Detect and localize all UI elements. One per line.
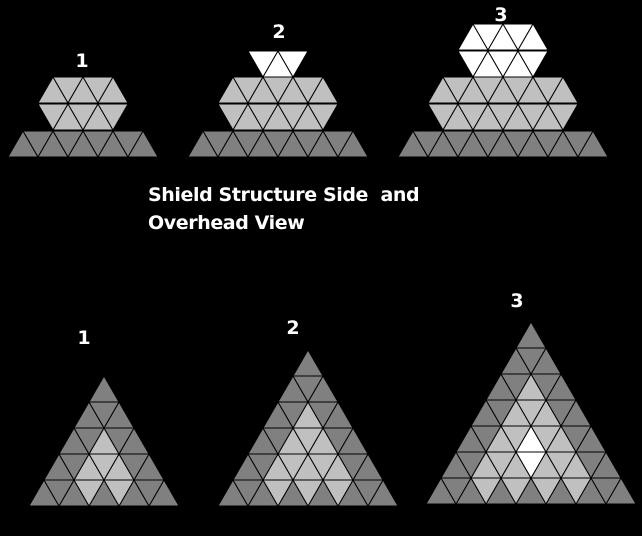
overhead3-tile xyxy=(530,425,562,454)
overhead2-tile xyxy=(307,453,339,482)
diagram-caption: Shield Structure Side and Overhead View xyxy=(148,181,420,237)
overhead3-tile xyxy=(515,399,547,428)
overhead3-tile xyxy=(575,451,607,480)
overhead2-tile xyxy=(262,427,294,456)
side1-base-tile-up xyxy=(127,129,159,158)
side1-mid-tile-up xyxy=(97,75,129,104)
overhead3-tile xyxy=(560,477,592,506)
overhead3-tile xyxy=(560,425,592,454)
overhead-view-label-1: 1 xyxy=(77,327,91,349)
overhead3-tile xyxy=(500,373,532,402)
overhead2-tile xyxy=(352,479,384,508)
overhead2-tile xyxy=(277,401,309,430)
overhead3-tile xyxy=(470,477,502,506)
overhead2-tile xyxy=(292,479,324,508)
side3-mid-tile-down xyxy=(547,103,579,132)
side3-top-tile-up xyxy=(517,22,549,51)
side-view-label-3: 3 xyxy=(494,4,508,26)
side3-top-tile-down xyxy=(517,50,549,79)
overhead3-tile xyxy=(455,451,487,480)
side3-mid-tile-up xyxy=(547,75,579,104)
side2-base-tile-up xyxy=(337,129,369,158)
overhead3-tile xyxy=(470,425,502,454)
overhead2-tile xyxy=(322,427,354,456)
overhead3-tile xyxy=(515,320,547,349)
overhead3-tile xyxy=(485,399,517,428)
side2-mid-tile-up xyxy=(307,75,339,104)
overhead2-tile xyxy=(232,479,264,508)
side-view-label-1: 1 xyxy=(75,50,89,72)
overhead2-tile xyxy=(322,479,354,508)
overhead3-tile xyxy=(545,451,577,480)
overhead1-tile xyxy=(118,453,150,482)
overhead3-tile xyxy=(500,425,532,454)
overhead-view-label-3: 3 xyxy=(510,290,524,312)
overhead3-tile xyxy=(515,347,547,376)
overhead1-tile xyxy=(88,401,120,430)
overhead3-tile xyxy=(545,399,577,428)
overhead1-tile xyxy=(43,479,75,508)
side2-top-tile-down xyxy=(277,50,309,79)
overhead3-tile xyxy=(485,451,517,480)
overhead2-tile xyxy=(337,453,369,482)
overhead2-tile xyxy=(292,375,324,404)
overhead2-tile xyxy=(262,479,294,508)
overhead-view-label-2: 2 xyxy=(286,317,300,339)
overhead1-tile xyxy=(58,453,90,482)
side3-base-tile-up xyxy=(577,129,609,158)
overhead2-tile xyxy=(307,401,339,430)
overhead3-tile xyxy=(500,477,532,506)
overhead3-tile xyxy=(590,477,622,506)
overhead3-tile xyxy=(530,373,562,402)
overhead3-tile xyxy=(515,451,547,480)
side-view-label-2: 2 xyxy=(272,21,286,43)
overhead2-tile xyxy=(292,348,324,377)
overhead1-tile xyxy=(88,374,120,403)
overhead1-tile xyxy=(133,479,165,508)
overhead2-tile xyxy=(247,453,279,482)
overhead1-tile xyxy=(103,427,135,456)
side2-mid-tile-down xyxy=(307,103,339,132)
overhead2-tile xyxy=(277,453,309,482)
overhead2-tile xyxy=(292,427,324,456)
side1-mid-tile-down xyxy=(97,103,129,132)
overhead3-tile xyxy=(440,477,472,506)
overhead1-tile xyxy=(103,479,135,508)
overhead1-tile xyxy=(73,479,105,508)
caption-line-2: Overhead View xyxy=(148,212,305,234)
caption-line-1: Shield Structure Side and xyxy=(148,184,420,206)
overhead3-tile xyxy=(530,477,562,506)
overhead1-tile xyxy=(73,427,105,456)
overhead1-tile xyxy=(88,453,120,482)
